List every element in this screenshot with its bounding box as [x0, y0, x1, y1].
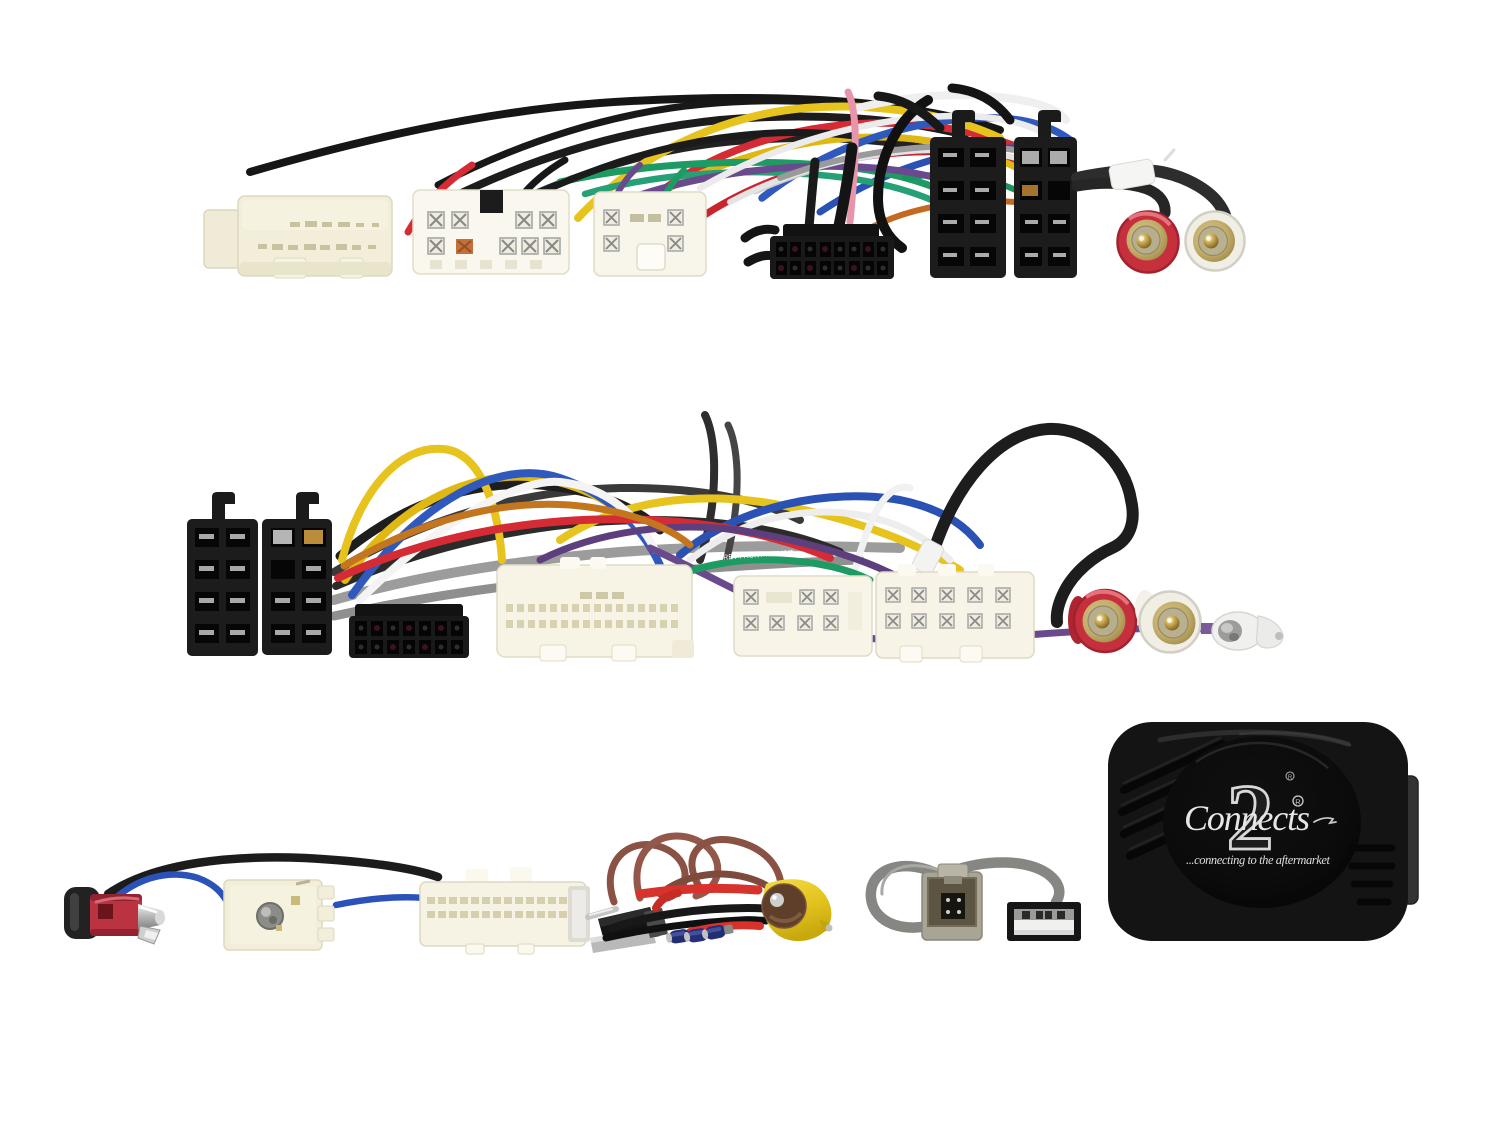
svg-text:R: R: [1295, 798, 1301, 807]
svg-text:R: R: [1288, 775, 1293, 781]
svg-text:2: 2: [1227, 766, 1274, 870]
svg-text:...connecting to the aftermark: ...connecting to the aftermarket: [1186, 853, 1331, 867]
svg-text:Connects: Connects: [1184, 798, 1310, 838]
